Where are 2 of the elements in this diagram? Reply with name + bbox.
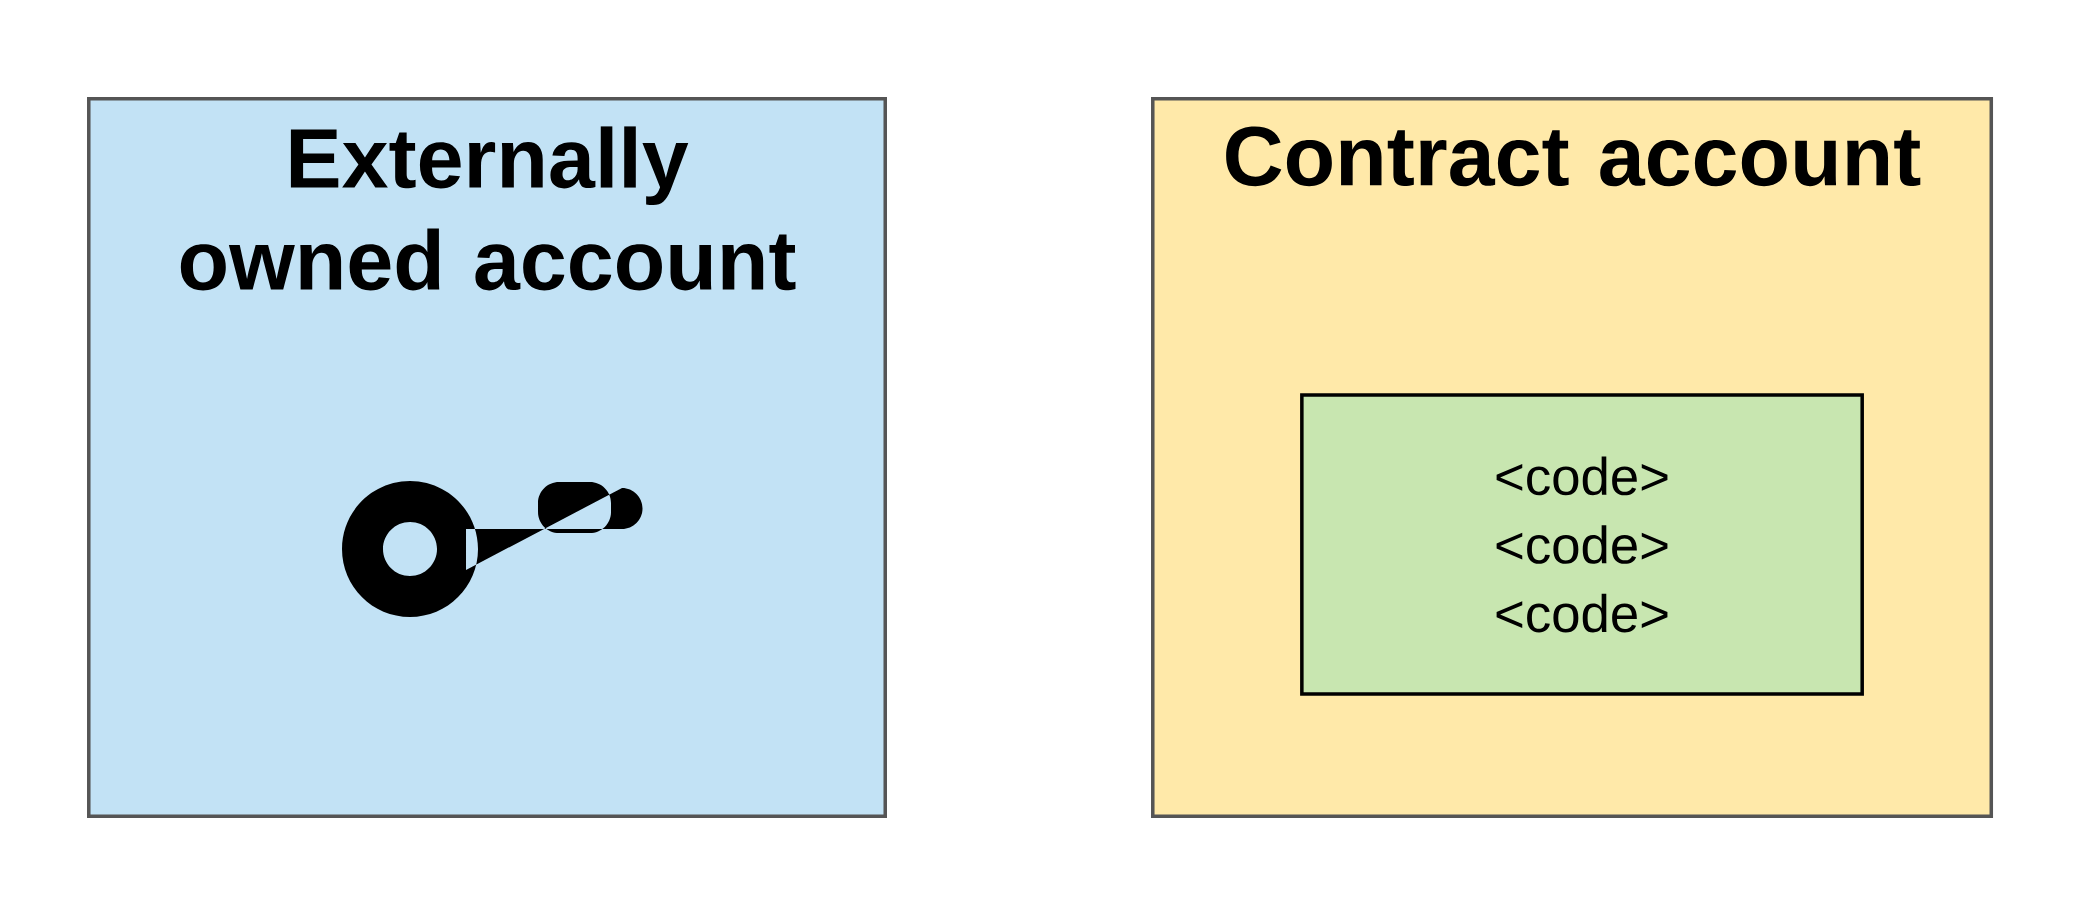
- code-box: <code> <code> <code>: [1300, 393, 1864, 696]
- account-box: Externally owned account: [87, 97, 887, 818]
